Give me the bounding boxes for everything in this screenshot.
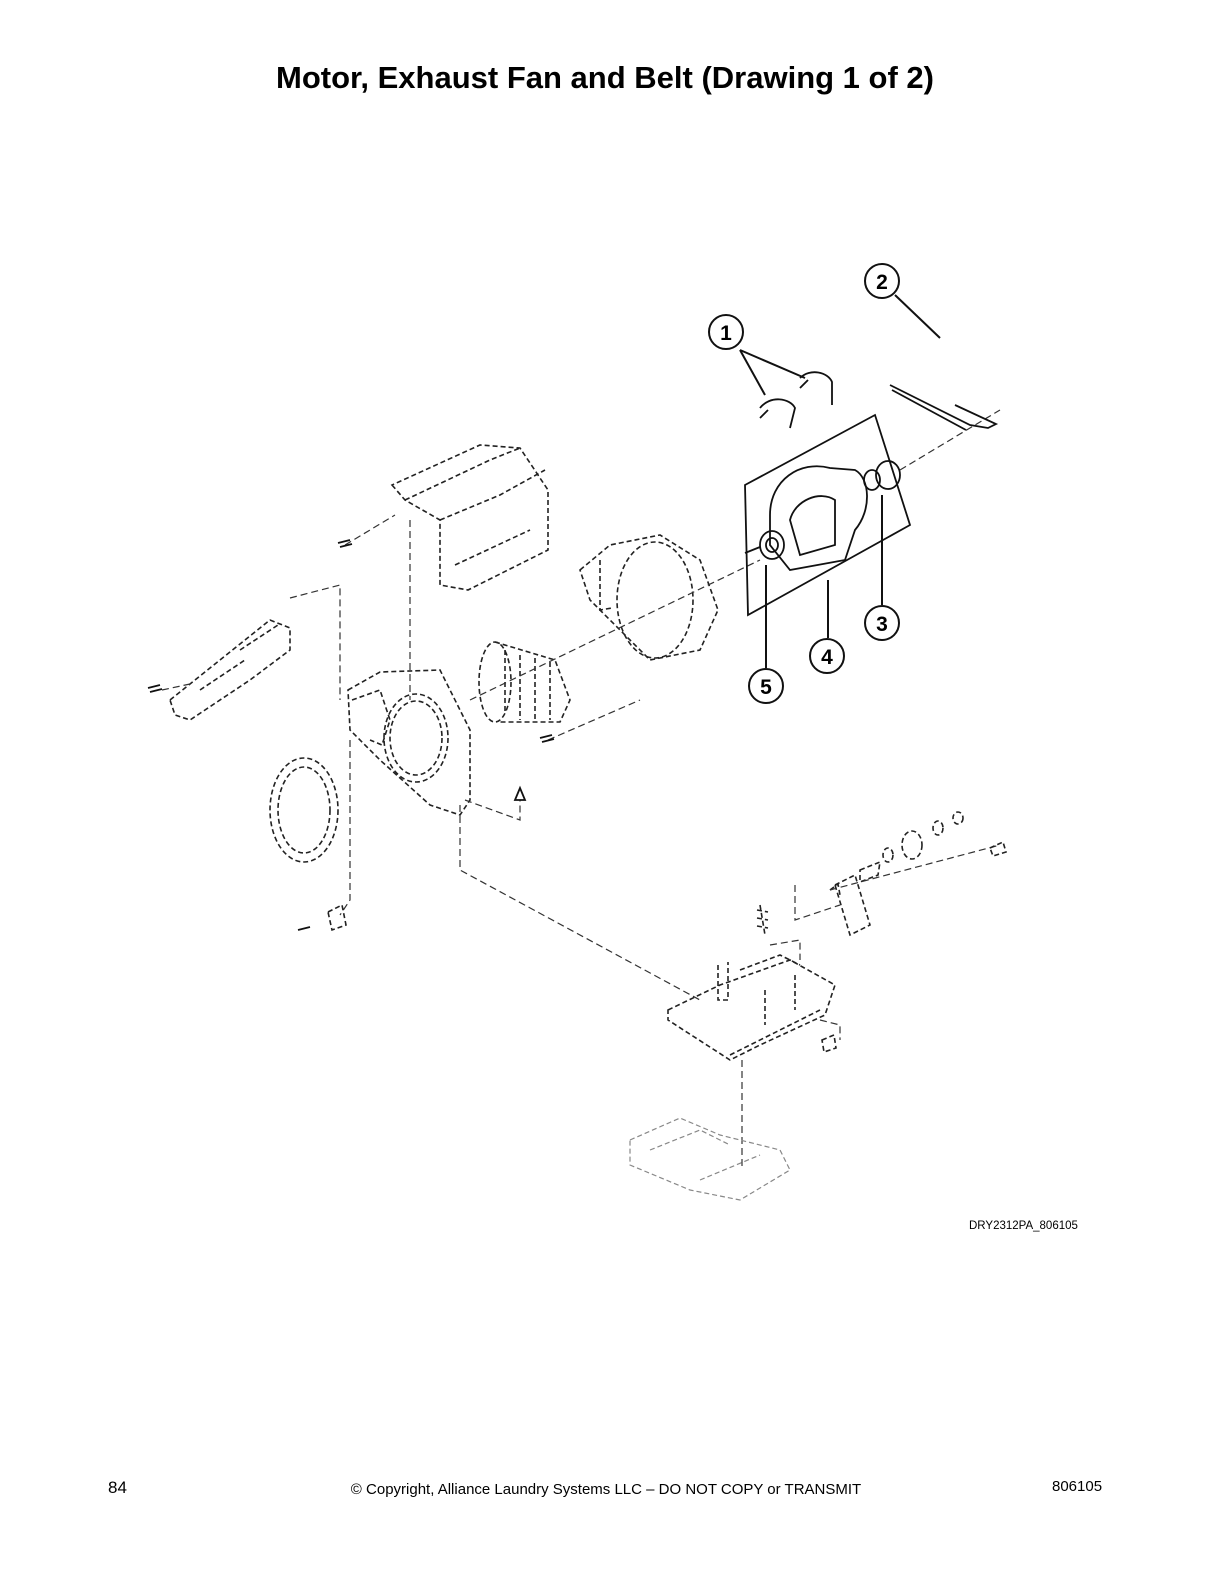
wheel-screw-line xyxy=(547,699,641,741)
mount-nut xyxy=(821,1033,837,1054)
callout-1: 1 xyxy=(708,314,744,350)
motor-assembly xyxy=(744,413,912,617)
duct-screw-line xyxy=(344,514,396,546)
idler-axis-line xyxy=(829,844,1001,891)
motor-clips xyxy=(759,371,833,429)
exhaust-duct xyxy=(390,444,549,591)
copyright-notice: © Copyright, Alliance Laundry Systems LL… xyxy=(350,1481,862,1498)
wheel-screw xyxy=(539,734,555,743)
mount-screw-line xyxy=(819,1019,841,1040)
callout-label: 5 xyxy=(760,676,772,699)
callout-2: 2 xyxy=(864,263,900,299)
blower-housing xyxy=(347,669,471,816)
drawing-id: DRY2312PA_806105 xyxy=(969,1220,1078,1232)
bracket-screw-line xyxy=(161,683,191,691)
blower-wheel xyxy=(478,641,571,723)
callout-5: 5 xyxy=(748,668,784,704)
mount-spring xyxy=(756,904,769,936)
idler-pulley-parts xyxy=(829,811,964,937)
bracket-guide-line xyxy=(289,584,341,700)
bracket-screw xyxy=(147,684,163,693)
page-title: Motor, Exhaust Fan and Belt (Drawing 1 o… xyxy=(276,60,934,95)
fan-shroud xyxy=(579,534,719,661)
callout-3: 3 xyxy=(864,605,900,641)
exhaust-bracket xyxy=(169,619,291,721)
callout-label: 4 xyxy=(821,646,833,669)
shaft-axis-line xyxy=(469,559,761,701)
motor-mount xyxy=(667,954,836,1061)
blower-seal xyxy=(269,757,339,863)
housing-to-mount-line xyxy=(459,805,701,1001)
drive-belt xyxy=(889,384,999,431)
callout-label: 1 xyxy=(720,322,732,345)
seal-guide-line xyxy=(339,740,351,916)
callout-4: 4 xyxy=(809,638,845,674)
housing-screw-line xyxy=(464,799,521,821)
housing-screw xyxy=(513,785,527,801)
housing-clip xyxy=(297,903,347,932)
document-number: 806105 xyxy=(1052,1478,1103,1495)
idler-bolt xyxy=(988,840,1007,857)
callout-label: 3 xyxy=(876,613,888,636)
callout-leaders xyxy=(739,294,941,668)
page-number: 84 xyxy=(108,1478,127,1497)
duct-screw xyxy=(337,539,353,548)
motor-pulley xyxy=(863,409,1001,491)
idler-guide-line xyxy=(794,885,841,921)
base-pan xyxy=(629,1117,791,1201)
callout-label: 2 xyxy=(876,271,888,294)
